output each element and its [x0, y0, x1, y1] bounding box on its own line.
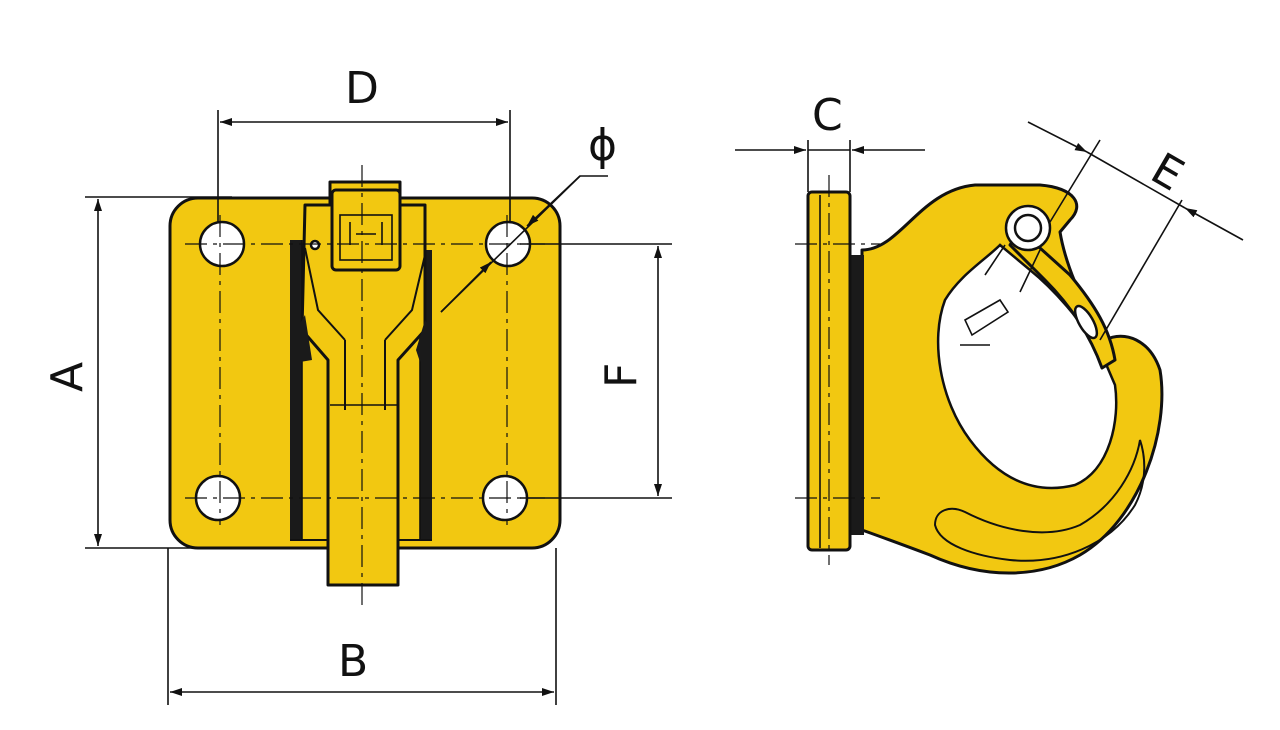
latch-spring [960, 298, 1010, 346]
hook-groove [933, 439, 1146, 562]
dim-phi-arrow-outer [526, 175, 581, 227]
mounting-holes [194, 220, 532, 522]
latch-top [330, 188, 402, 272]
rivet [309, 239, 321, 251]
hook-side-left [296, 315, 312, 362]
dim-e-arrow-top [1027, 121, 1088, 153]
hook-neck [344, 340, 386, 410]
plate-joint [850, 255, 864, 535]
hook-taper-right [384, 254, 426, 341]
hook-side-right [416, 320, 432, 362]
pivot-bolt-inner [1013, 213, 1043, 243]
left-channel [290, 240, 302, 540]
dim-e-arrow-bottom [1184, 207, 1244, 241]
latch-inner [339, 214, 393, 261]
dim-phi-label: ϕ [588, 120, 617, 171]
front-view [168, 165, 562, 610]
dimensions: D B A F ϕ C E [42, 63, 1244, 705]
latch-arm [984, 244, 1041, 293]
side-view [795, 175, 1164, 575]
dim-e-extension-bottom [1099, 199, 1183, 341]
dim-phi-arrow-inner [440, 261, 492, 313]
latch-tab [349, 222, 383, 245]
dim-e-extension-top [1049, 139, 1101, 223]
dim-e-label: E [1143, 143, 1193, 201]
dim-f-label: F [596, 363, 647, 388]
dim-b-label: B [338, 636, 368, 687]
dim-a-label: A [42, 362, 93, 392]
dim-d-label: D [345, 63, 379, 114]
latch-slot [1073, 304, 1099, 340]
dim-c-label: C [812, 90, 843, 141]
dim-e-between [1086, 151, 1186, 209]
hook-taper-left [304, 247, 346, 341]
